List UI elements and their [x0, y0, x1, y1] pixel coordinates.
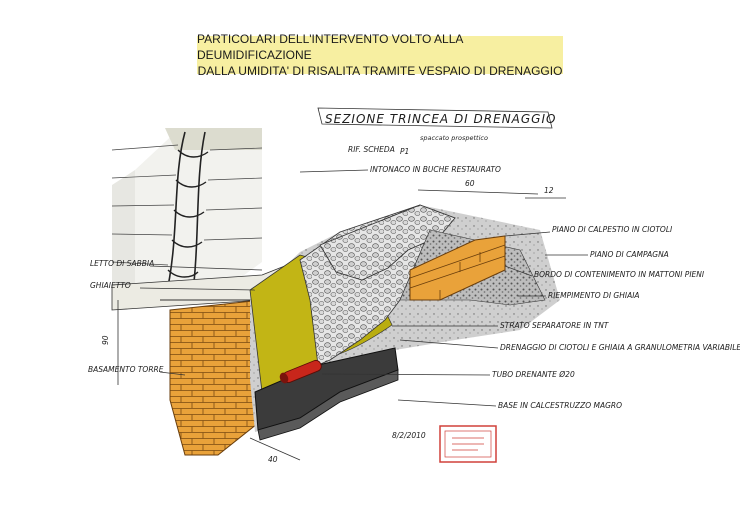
dimension-lines: 60 12 90 40: [101, 179, 566, 464]
sketch-subheading: spaccato prospettico: [420, 134, 488, 142]
label-gravel-fill: RIEMPIMENTO DI GHIAIA: [548, 291, 640, 300]
approval-stamp: [439, 425, 497, 463]
label-concrete-base: BASE IN CALCESTRUZZO MAGRO: [498, 401, 622, 410]
dimension-60: 60: [465, 179, 475, 188]
label-tnt-layer: STRATO SEPARATORE IN TNT: [500, 321, 610, 330]
label-drainage-fill: DRENAGGIO DI CIOTOLI E GHIAIA A GRANULOM…: [500, 343, 740, 352]
label-tower-base: BASAMENTO TORRE: [88, 365, 164, 374]
dimension-40: 40: [268, 455, 278, 464]
label-brick-border: BORDO DI CONTENIMENTO IN MATTONI PIENI: [534, 270, 705, 279]
sketch-heading: SEZIONE TRINCEA DI DRENAGGIO spaccato pr…: [317, 107, 556, 156]
sketch-heading-text: SEZIONE TRINCEA DI DRENAGGIO: [325, 112, 556, 126]
sketch-ref: RIF. SCHEDA: [348, 145, 395, 154]
label-sand-bed: LETTO DI SABBIA: [90, 259, 154, 268]
right-labels: INTONACO IN BUCHE RESTAURATO PIANO DI CA…: [299, 165, 740, 410]
brick-border: [409, 235, 506, 301]
label-ground-level: PIANO DI CAMPAGNA: [590, 250, 669, 259]
tower-wall: [111, 128, 263, 301]
drain-pipe: [279, 359, 322, 384]
dimension-90: 90: [101, 335, 110, 345]
cobble-walkway: [319, 204, 456, 281]
title-line-1: PARTICOLARI DELL'INTERVENTO VOLTO ALLA D…: [197, 32, 463, 62]
label-plaster: INTONACO IN BUCHE RESTAURATO: [370, 165, 501, 174]
title-line-2: DALLA UMIDITA' DI RISALITA TRAMITE VESPA…: [197, 64, 563, 78]
left-labels: LETTO DI SABBIA GHIAIETTO BASAMENTO TORR…: [88, 259, 263, 376]
label-walkway: PIANO DI CALPESTIO IN CIOTOLI: [552, 225, 673, 234]
label-fine-gravel: GHIAIETTO: [90, 281, 131, 290]
title-banner: PARTICOLARI DELL'INTERVENTO VOLTO ALLA D…: [197, 32, 563, 78]
dimension-12: 12: [544, 186, 554, 195]
label-drain-pipe: TUBO DRENANTE Ø20: [492, 370, 575, 379]
tower-basement: [160, 299, 263, 456]
sketch-ref-code: P1: [400, 147, 409, 156]
drawing-date: 8/2/2010: [392, 431, 426, 440]
